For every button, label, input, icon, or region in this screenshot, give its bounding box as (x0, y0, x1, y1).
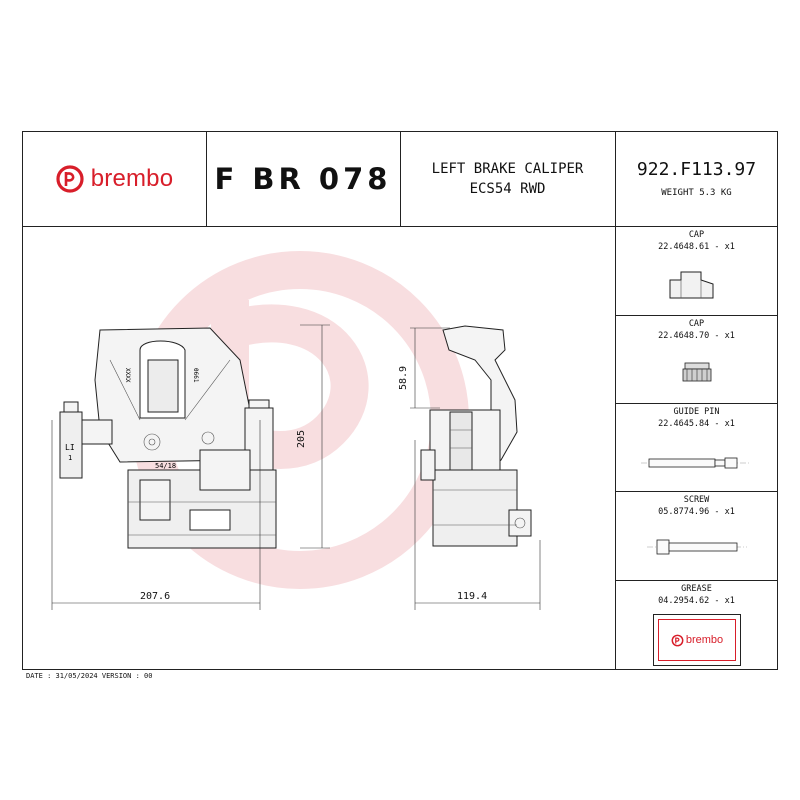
marking-a: XXXX (124, 368, 131, 383)
part-item: CAP 22.4648.70 - x1 (615, 315, 778, 403)
caliper-front-view: LI 1 54/18 XXXX 0661 (59, 327, 277, 549)
part-number: 04.2954.62 - x1 (658, 596, 735, 606)
dimension-height: 205 (296, 429, 307, 448)
part-title: SCREW (683, 495, 710, 505)
product-code: F BR 078 (214, 161, 392, 196)
date-version: DATE : 31/05/2024 VERSION : 00 (26, 672, 153, 680)
grease-pack-icon: brembo (653, 614, 741, 666)
part-divider (615, 491, 778, 492)
part-divider (615, 403, 778, 404)
part-number: 22.4648.61 - x1 (658, 242, 735, 252)
header-divider (22, 226, 778, 227)
brand-name: brembo (90, 164, 174, 192)
grease-brand-label: brembo (685, 634, 724, 646)
header-col-divider (206, 131, 207, 226)
part-divider (615, 315, 778, 316)
guide-pin-icon (641, 457, 751, 469)
caliper-side-view (420, 325, 532, 547)
part-title: CAP (688, 319, 705, 329)
brand-logo: brembo (22, 131, 206, 226)
dimension-offset: 58.9 (398, 365, 409, 390)
brembo-logo-icon (56, 164, 84, 193)
part-number: 22.4645.84 - x1 (658, 419, 735, 429)
part-number-cell: 922.F113.97 WEIGHT 5.3 KG (615, 131, 778, 226)
dimension-width-side: 119.4 (457, 591, 488, 602)
part-number: 22.4648.70 - x1 (658, 331, 735, 341)
description-line-1: LEFT BRAKE CALIPER (431, 160, 584, 177)
description-cell: LEFT BRAKE CALIPER ECS54 RWD (400, 131, 615, 226)
size-mark: 54/18 (155, 462, 176, 470)
part-divider (615, 580, 778, 581)
part-number: 05.8774.96 - x1 (658, 507, 735, 517)
part-title: GREASE (681, 584, 712, 594)
part-item: GUIDE PIN 22.4645.84 - x1 (615, 403, 778, 491)
marking-b: 0661 (192, 368, 199, 383)
part-item: GREASE 04.2954.62 - x1 brembo (615, 580, 778, 670)
part-item: CAP 22.4648.61 - x1 (615, 226, 778, 315)
weight-label: WEIGHT 5.3 KG (661, 188, 732, 198)
part-item: SCREW 05.8774.96 - x1 (615, 491, 778, 580)
screw-icon (647, 539, 747, 555)
part-title: GUIDE PIN (673, 407, 720, 417)
side-number: 1 (68, 454, 72, 462)
product-code-cell: F BR 078 (206, 131, 400, 226)
dimension-width-front: 207.6 (140, 591, 171, 602)
parts-column-divider (615, 131, 616, 670)
part-title: CAP (688, 230, 705, 240)
brembo-logo-icon (671, 634, 684, 646)
cap-bracket-icon (669, 271, 714, 299)
description-line-2: ECS54 RWD (469, 180, 546, 197)
header-col-divider (400, 131, 401, 226)
side-label: LI (65, 443, 75, 452)
cap-plug-icon (682, 362, 712, 382)
part-number: 922.F113.97 (636, 159, 757, 180)
